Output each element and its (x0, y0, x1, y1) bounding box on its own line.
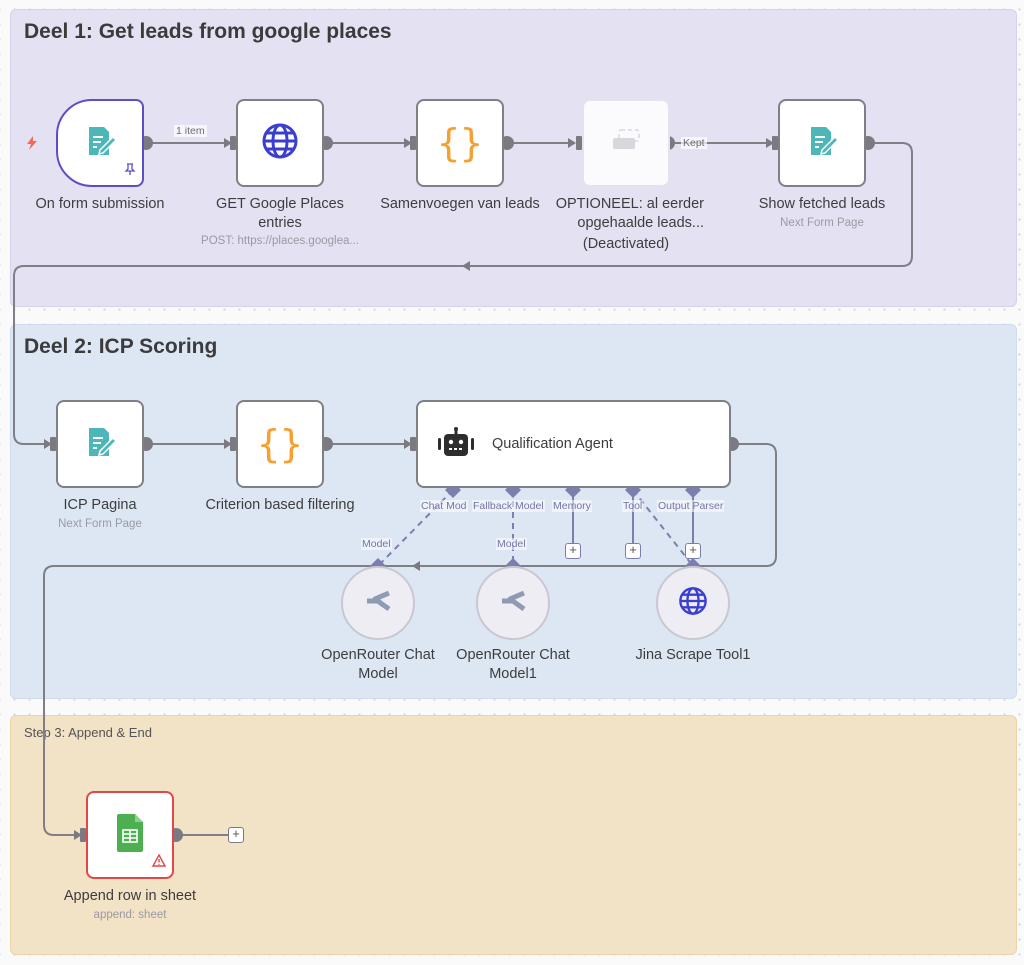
node-append-row-in-sheet[interactable] (86, 791, 174, 879)
label-on-form-submission: On form submission (35, 196, 165, 212)
section-part2-title: Deel 2: ICP Scoring (24, 335, 218, 358)
node-openrouter-chat-model[interactable] (341, 566, 415, 640)
edge-agent-append (43, 443, 777, 836)
label-qualification-agent: Qualification Agent (492, 436, 613, 452)
sublabel-icp-pagina: Next Form Page (58, 518, 142, 530)
add-node-button[interactable]: + (228, 827, 244, 843)
connector-tool[interactable]: Tool (622, 500, 644, 512)
connector-output-parser[interactable]: Output Parser (657, 500, 725, 512)
robot-icon (436, 426, 476, 462)
section-part1-title: Deel 1: Get leads from google places (24, 20, 392, 43)
label-openrouter-chat-model1: OpenRouter Chat Model1 (456, 647, 570, 682)
globe-icon (261, 122, 299, 165)
section-part3-title: Step 3: Append & End (24, 725, 152, 740)
edge-label-items: 1 item (174, 125, 207, 137)
trigger-bolt-icon (24, 135, 40, 156)
label-samenvoegen: Samenvoegen van leads (380, 196, 540, 212)
label-jina-scrape-tool: Jina Scrape Tool1 (635, 647, 751, 663)
node-optioneel-filter[interactable] (582, 99, 670, 187)
node-on-form-submission[interactable] (56, 99, 144, 187)
edge-show-icp (13, 142, 913, 445)
node-show-fetched-leads[interactable] (778, 99, 866, 187)
connector-fallback-model[interactable]: Fallback Model (472, 500, 545, 512)
connector-chat-model[interactable]: Chat Mod (420, 500, 468, 512)
node-icp-pagina[interactable] (56, 400, 144, 488)
sublabel-append-row-in-sheet: append: sheet (93, 909, 167, 921)
connector-memory[interactable]: Memory (552, 500, 592, 512)
connector-label-model: Model (361, 538, 392, 550)
label-get-google-places: GET Google Places entries (216, 196, 344, 231)
edge-label-kept: Kept (681, 137, 707, 149)
globe-icon (678, 586, 708, 621)
pin-icon[interactable] (124, 163, 136, 181)
remove-duplicates-icon (609, 128, 643, 158)
google-sheets-icon (115, 813, 145, 857)
code-braces-icon: {} (257, 422, 303, 466)
add-tool-button[interactable]: + (625, 543, 641, 559)
openrouter-icon (498, 589, 528, 618)
node-criterion-filtering[interactable]: {} (236, 400, 324, 488)
form-icon (83, 425, 118, 464)
label-show-fetched-leads: Show fetched leads (758, 196, 886, 212)
sublabel-get-google-places: POST: https://places.googlea... (201, 235, 359, 247)
label-criterion-filtering: Criterion based filtering (205, 497, 355, 513)
form-icon (805, 124, 840, 163)
openrouter-icon (363, 589, 393, 618)
sublabel-show-fetched-leads: Next Form Page (780, 217, 864, 229)
add-memory-button[interactable]: + (565, 543, 581, 559)
node-openrouter-chat-model1[interactable] (476, 566, 550, 640)
code-braces-icon: {} (437, 121, 483, 165)
status-deactivated: (Deactivated) (582, 236, 670, 252)
node-samenvoegen[interactable]: {} (416, 99, 504, 187)
label-icp-pagina: ICP Pagina (63, 497, 137, 513)
form-icon (83, 124, 118, 163)
warning-icon[interactable] (151, 853, 167, 872)
connector-label-model1: Model (496, 538, 527, 550)
label-openrouter-chat-model: OpenRouter Chat Model (321, 647, 435, 682)
node-get-google-places[interactable] (236, 99, 324, 187)
node-qualification-agent[interactable]: Qualification Agent (416, 400, 731, 488)
node-jina-scrape-tool[interactable] (656, 566, 730, 640)
label-append-row-in-sheet: Append row in sheet (63, 888, 197, 904)
label-optioneel-filter: OPTIONEEL: al eerder opgehaalde leads... (555, 196, 704, 231)
add-output-parser-button[interactable]: + (685, 543, 701, 559)
